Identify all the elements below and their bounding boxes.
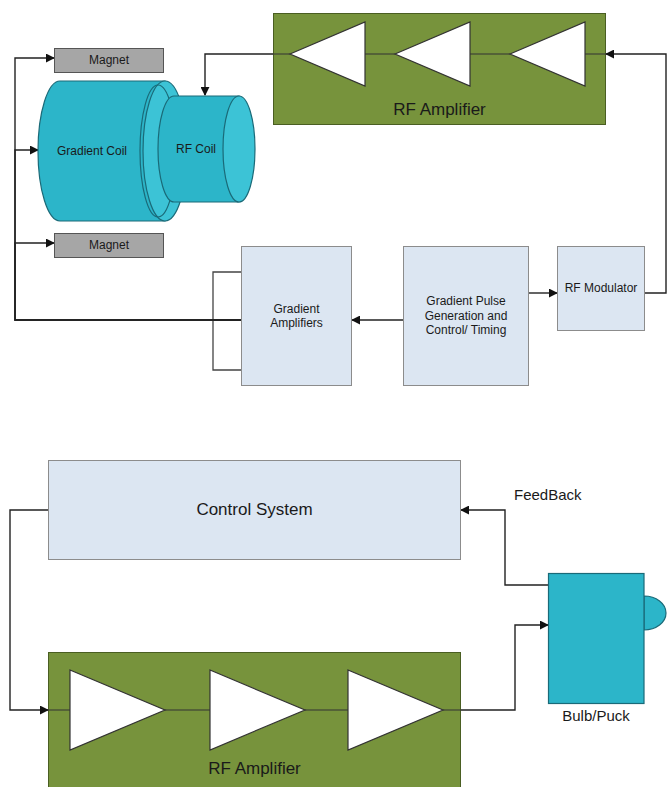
connector (205, 54, 273, 95)
connector (10, 510, 48, 710)
node-label: RF Modulator (565, 281, 638, 295)
connector (461, 625, 548, 710)
process-box: Control System (48, 460, 461, 560)
connector (15, 58, 241, 320)
amplifier-bracket (213, 272, 241, 370)
edge-label: FeedBack (512, 486, 584, 503)
node-label: Gradient Amplifiers (248, 302, 345, 331)
connector (529, 292, 557, 293)
connector (352, 319, 403, 320)
node-label: Magnet (89, 53, 129, 67)
magnet-block: Magnet (54, 48, 164, 73)
rf-coil: RF Coil (158, 95, 256, 203)
node-label: Control System (196, 500, 312, 520)
connector (461, 510, 548, 585)
node-label: RF Amplifier (208, 759, 301, 779)
node-label: Gradient Pulse Generation and Control/ T… (410, 294, 522, 337)
node-label: Gradient Coil (52, 144, 132, 158)
node-label: Magnet (89, 238, 129, 252)
bulb-shape (548, 573, 644, 725)
node-label: RF Amplifier (393, 100, 486, 120)
magnet-block: Magnet (54, 233, 164, 258)
process-box: Gradient Amplifiers (241, 246, 352, 386)
rf-amplifier: RF Amplifier (273, 13, 606, 125)
rf-amplifier: RF Amplifier (48, 652, 461, 787)
node-label: Bulb/Puck (562, 707, 630, 725)
node-label: RF Coil (174, 142, 218, 156)
process-box: RF Modulator (557, 246, 645, 331)
process-box: Gradient Pulse Generation and Control/ T… (403, 246, 529, 386)
bulb-puck: Bulb/Puck (548, 573, 644, 725)
